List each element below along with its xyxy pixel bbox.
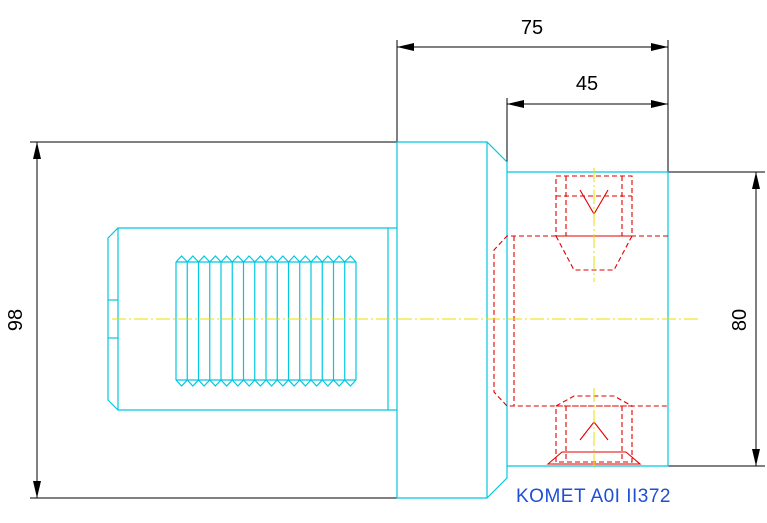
thread-crest [175, 255, 188, 387]
dim-80-text: 80 [729, 309, 751, 331]
thread-crest [288, 255, 301, 387]
dim-98-text: 98 [5, 309, 27, 331]
dimension-lines [30, 40, 765, 499]
dim-98-arrow-top [33, 142, 41, 159]
thread-crest [344, 255, 357, 387]
thread-crest [186, 255, 199, 387]
thread-lines [175, 255, 357, 387]
internal-bore [493, 235, 668, 407]
dim-75-arrow-right [651, 43, 668, 51]
dim-80-arrow-bottom [752, 449, 760, 466]
part-label: KOMET A0I II372 [516, 486, 671, 507]
shank-outline [107, 227, 397, 411]
dim-45-arrow-left [507, 100, 524, 108]
thread-crest [299, 255, 312, 387]
centerlines [112, 168, 700, 470]
dim-80-arrow-top [752, 172, 760, 189]
dim-45-arrow-right [651, 100, 668, 108]
thread-crest [231, 255, 244, 387]
dim-98-arrow-bottom [33, 481, 41, 498]
thread-crest [310, 255, 323, 387]
thread-crest [243, 255, 256, 387]
thread-crest [198, 255, 211, 387]
part-outline [107, 141, 669, 499]
dim-75-text: 75 [521, 17, 543, 39]
thread-crest [333, 255, 346, 387]
thread-crest [209, 255, 222, 387]
collar-body [396, 141, 508, 499]
thread-crest [254, 255, 267, 387]
hidden-features [493, 175, 668, 465]
thread-crest [220, 255, 233, 387]
bottom-screw-head [546, 451, 642, 465]
bottom-screw-body [555, 405, 633, 463]
thread-crest [265, 255, 278, 387]
dim-45-text: 45 [576, 73, 598, 95]
dim-75-arrow-left [397, 43, 414, 51]
thread-crest [276, 255, 289, 387]
thread-crest [321, 255, 334, 387]
